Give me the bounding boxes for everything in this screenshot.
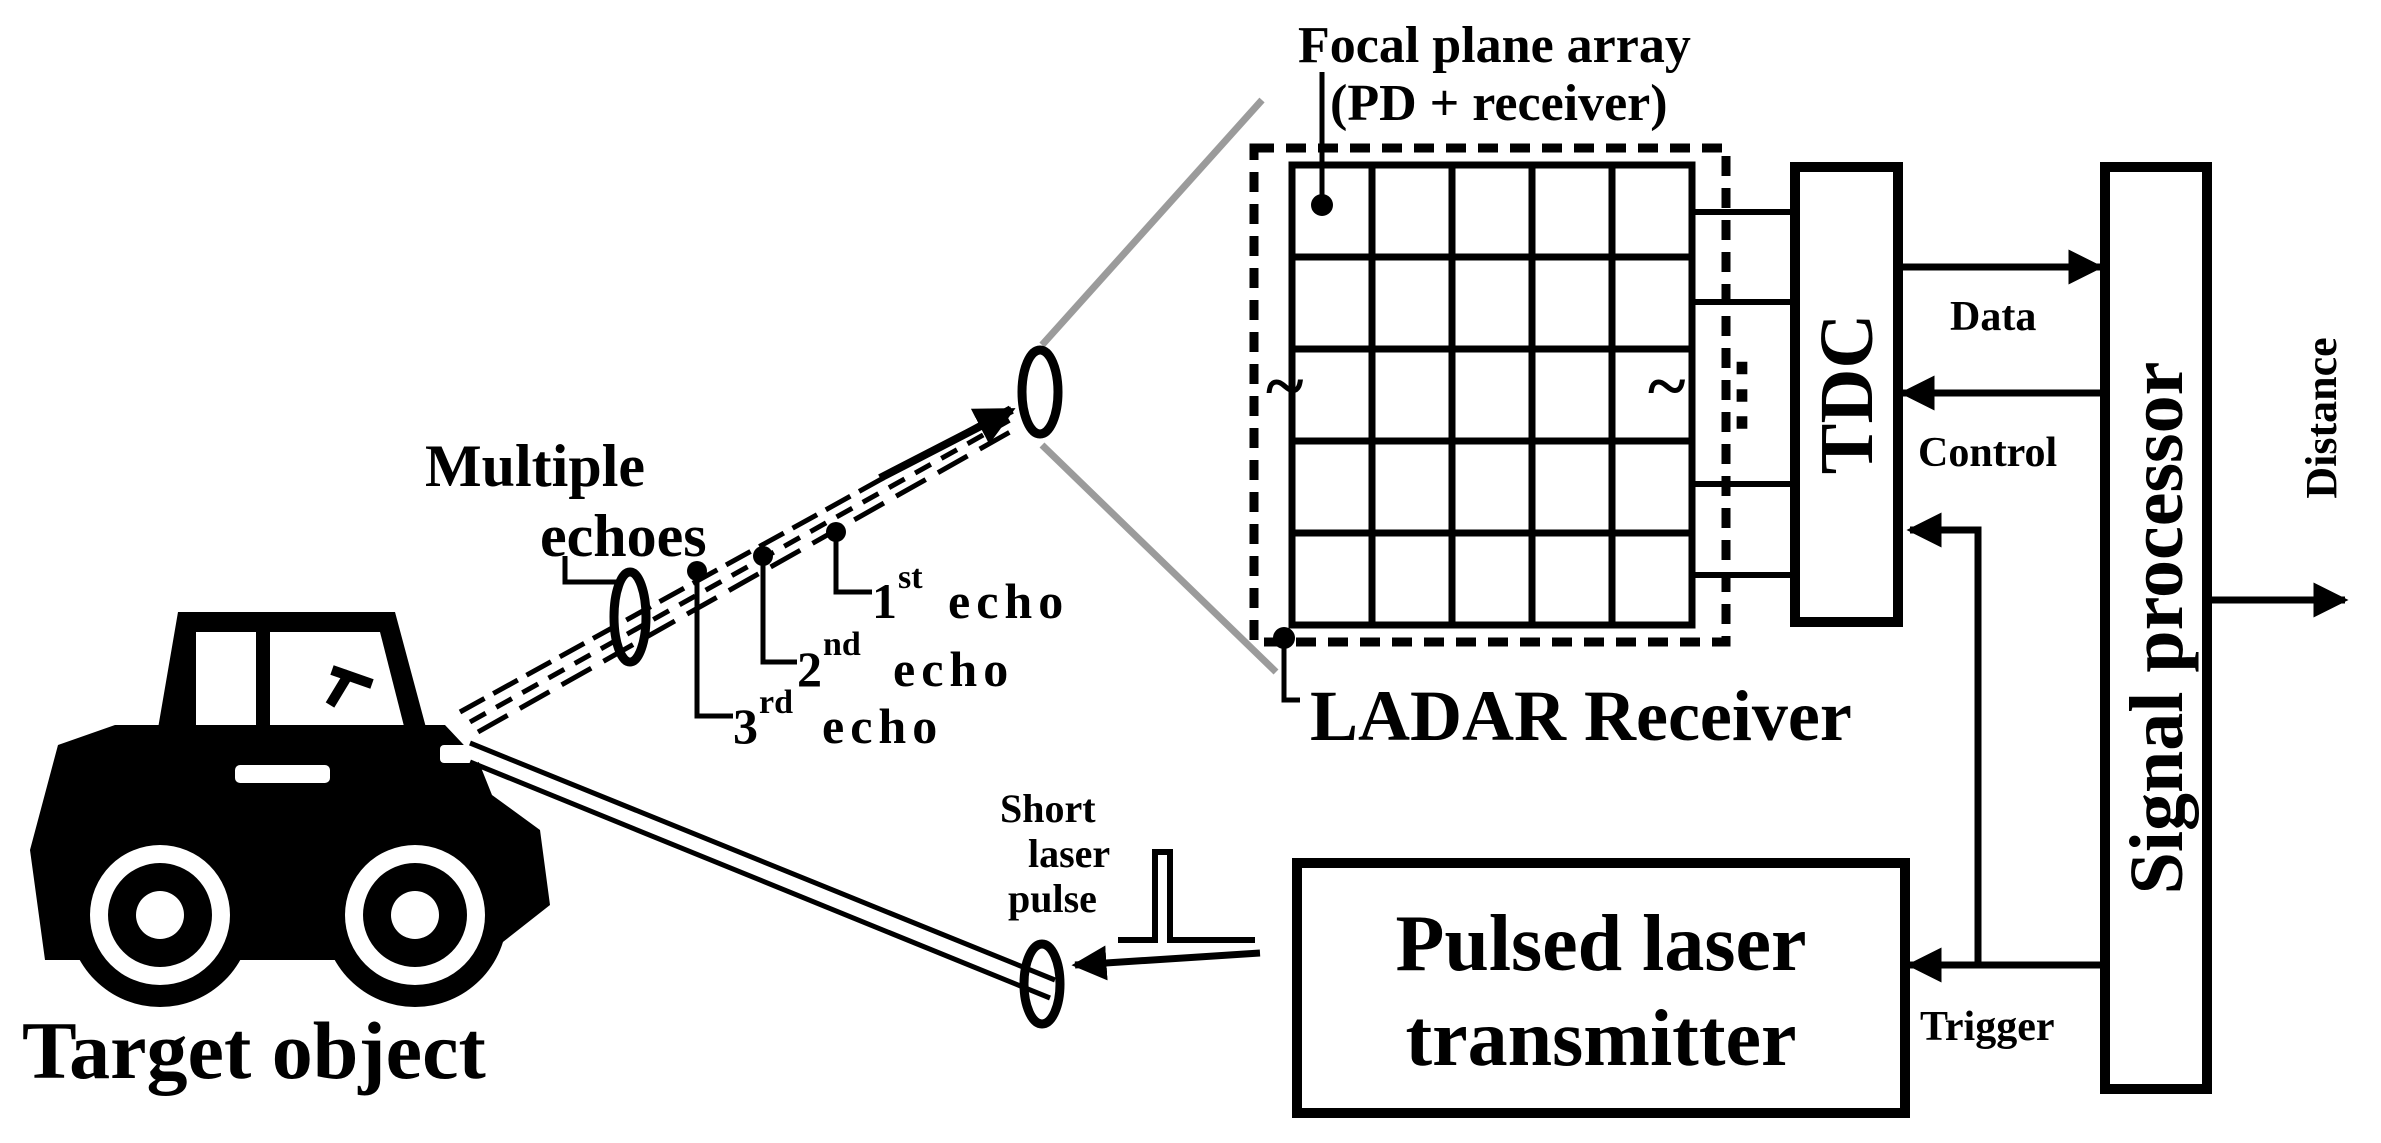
echo-1-label: 1 st echo — [872, 559, 1069, 629]
transmitter-label-2: transmitter — [1406, 995, 1797, 1083]
echo-1-suffix: st — [898, 559, 923, 596]
echo-arrow — [878, 406, 1016, 482]
ladar-receiver-leader — [1281, 638, 1300, 703]
echo-3-word: echo — [822, 698, 943, 754]
signal-processor-label: Signal processor — [2115, 362, 2199, 895]
focal-plane-grid — [1288, 161, 1696, 629]
grid-to-tdc-lines — [1692, 209, 1795, 578]
short-pulse-label-3: pulse — [1008, 876, 1097, 921]
short-pulse-waveform — [1118, 849, 1255, 943]
multiple-echoes-label-1: Multiple — [425, 433, 645, 499]
pulsed-laser-transmitter-box — [1292, 858, 1910, 1118]
echo-1-word: echo — [948, 573, 1069, 629]
echo-2-suffix: nd — [823, 626, 861, 663]
transmit-arrow — [1071, 945, 1261, 981]
ladar-receiver-label: LADAR Receiver — [1310, 676, 1852, 756]
echo-2-label: 2 nd echo — [797, 626, 1014, 697]
echo-3-suffix: rd — [759, 684, 793, 721]
grid-tilde-right: ~ — [1648, 346, 1685, 426]
transmitter-label-1: Pulsed laser — [1395, 900, 1806, 988]
tdc-connection-ellipsis: ⋮ — [1702, 350, 1782, 438]
echo-lens-icon — [609, 567, 651, 667]
target-object-label: Target object — [22, 1005, 486, 1096]
grid-tilde-left: ~ — [1266, 346, 1303, 426]
echo-3-number: 3 — [733, 698, 758, 754]
jeep-icon — [30, 612, 550, 1007]
tdc-label: TDC — [1805, 314, 1889, 474]
ladar-receiver-dashed-border — [1249, 143, 1731, 647]
focal-plane-label-2: (PD + receiver) — [1330, 75, 1668, 132]
trigger-label: Trigger — [1920, 1004, 2055, 1050]
signal-processor-box — [2100, 162, 2212, 1094]
tdc-box — [1790, 162, 1903, 627]
control-label: Control — [1918, 430, 2057, 476]
focal-plane-label-1: Focal plane array — [1298, 17, 1691, 74]
echo-markers — [687, 522, 872, 719]
transmit-lens-icon — [1019, 939, 1065, 1029]
receive-lens-icon — [1017, 345, 1063, 439]
multiple-echoes-leader — [562, 556, 620, 585]
short-pulse-label-2: laser — [1028, 831, 1110, 876]
transmit-beam — [469, 740, 1056, 1001]
echo-3-label: 3 rd echo — [733, 684, 943, 754]
echo-1-number: 1 — [872, 573, 897, 629]
echo-2-number: 2 — [797, 641, 822, 697]
data-label: Data — [1950, 294, 2036, 340]
receiver-view-cone — [1039, 97, 1279, 675]
echo-2-word: echo — [893, 641, 1014, 697]
distance-label: Distance — [2297, 337, 2346, 498]
echo-beam — [458, 405, 1012, 735]
short-pulse-label-1: Short — [1000, 786, 1096, 831]
trigger-to-tdc-line — [1906, 512, 1982, 965]
multiple-echoes-label-2: echoes — [540, 503, 707, 569]
